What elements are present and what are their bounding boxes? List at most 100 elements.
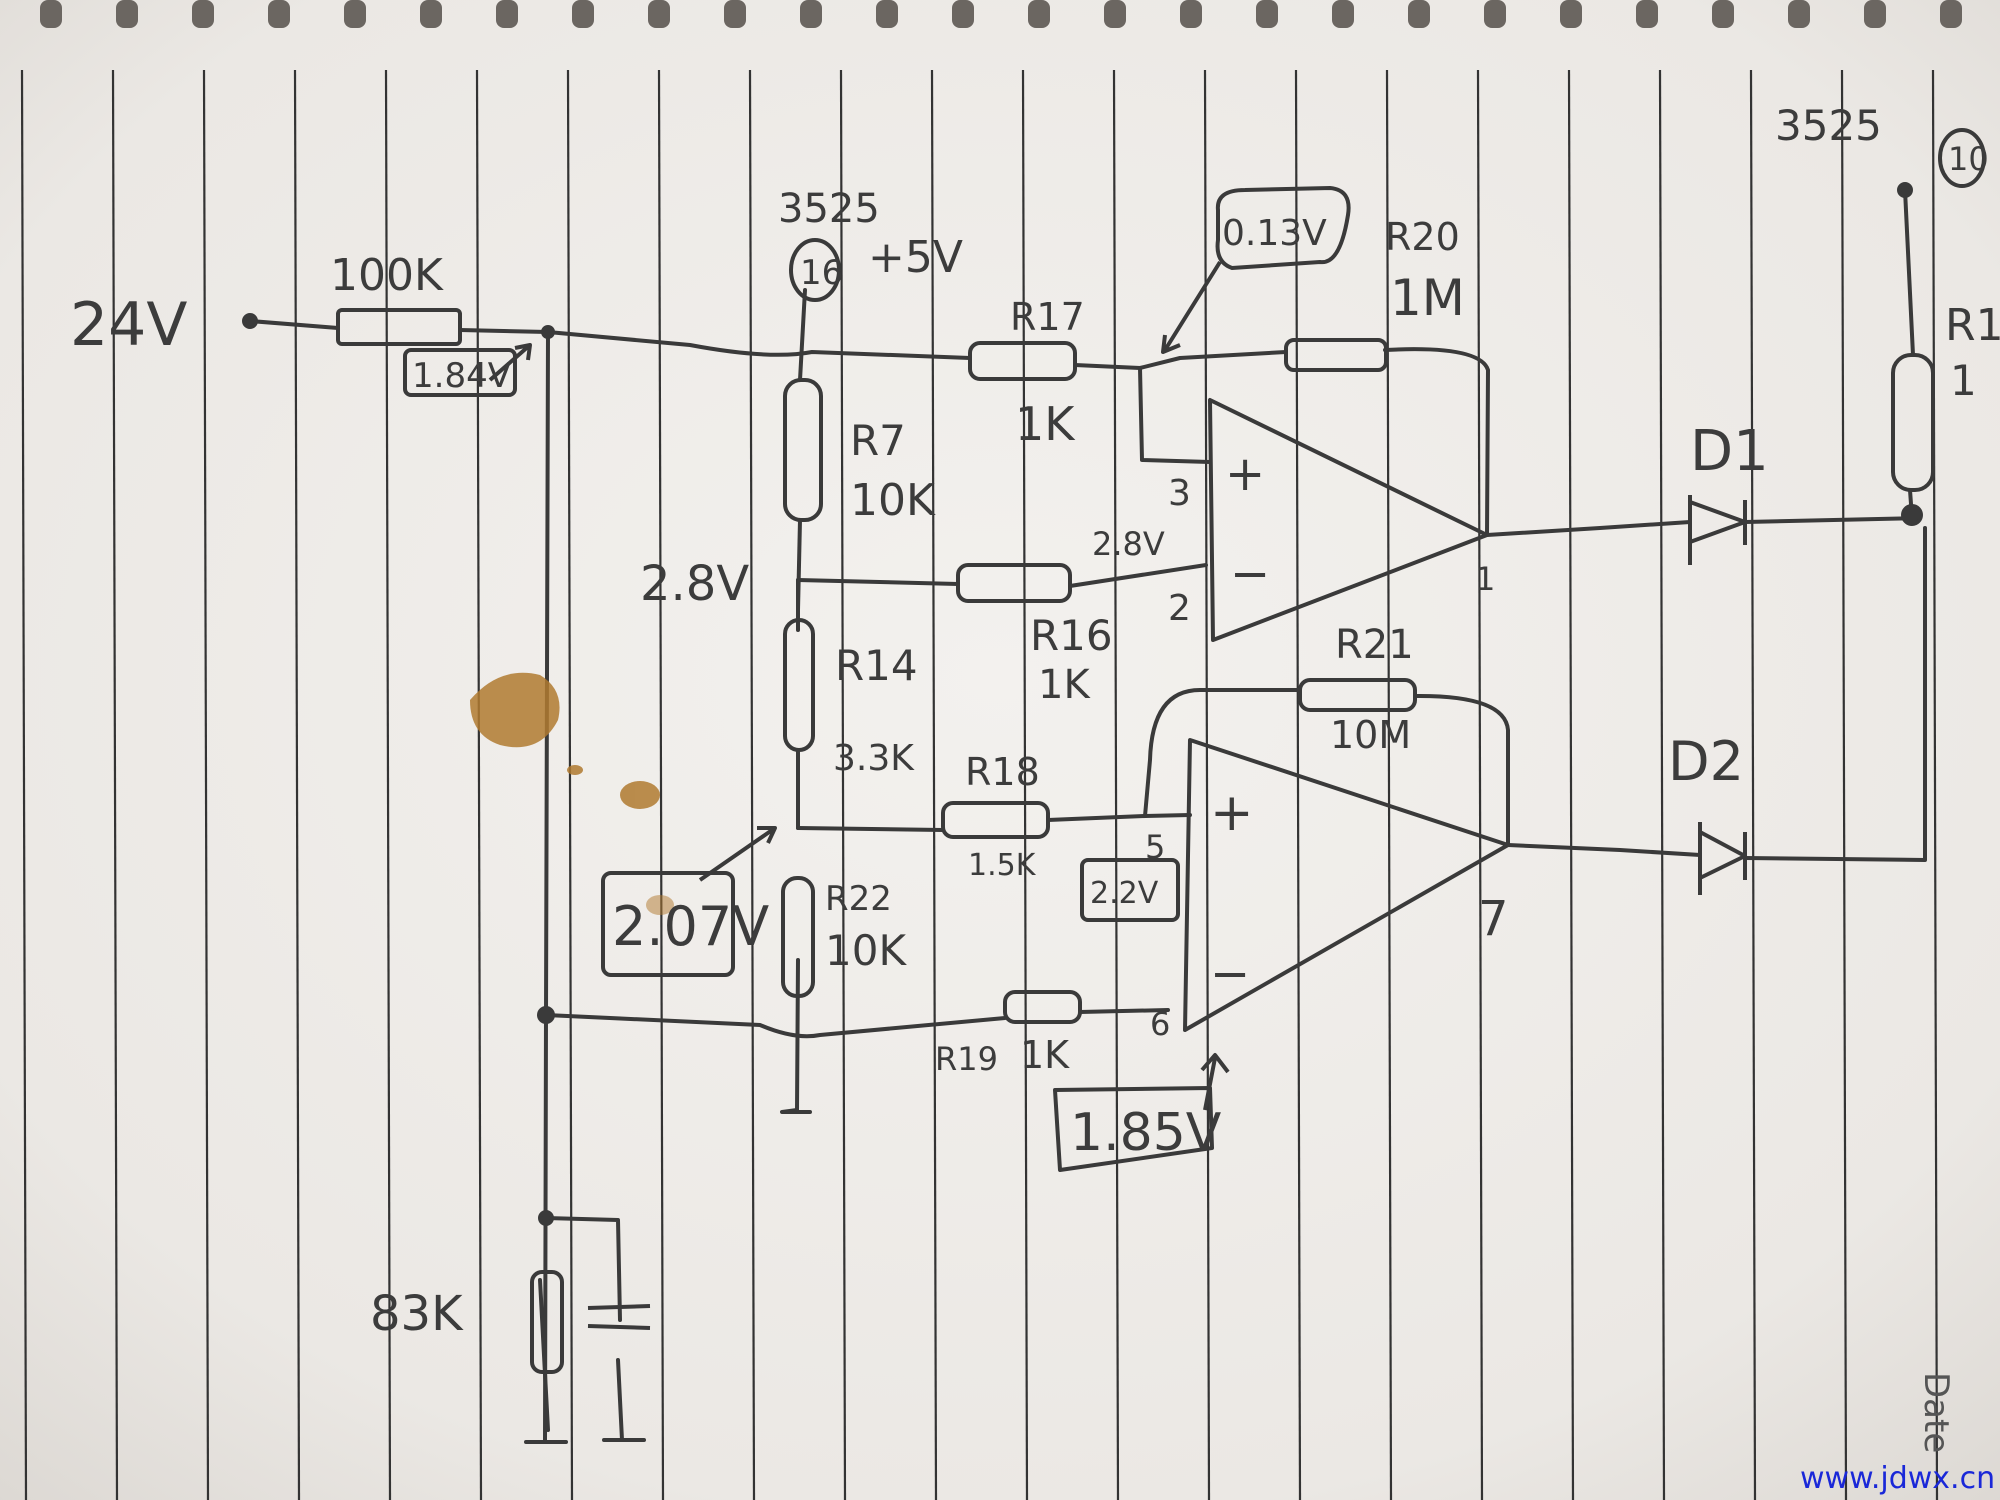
binding-hole (268, 0, 290, 28)
label-2-07v: 2.07V (612, 895, 769, 958)
ruled-line (202, 69, 210, 1500)
resistor-r16-body (956, 563, 1072, 603)
ruled-line (111, 69, 119, 1500)
label-plus5v: +5V (868, 232, 963, 283)
resistor-r7-body (783, 378, 823, 522)
ruled-line (1021, 69, 1029, 1500)
opamp-2 (1183, 738, 1510, 1032)
pin10-circle (1938, 128, 1986, 188)
diode-d2 (1698, 822, 1747, 895)
ruled-line (566, 69, 574, 1500)
label-v-2-8: 2.8V (1092, 525, 1165, 563)
resistor-r19-body (1003, 990, 1082, 1024)
label-r19: R19 (935, 1040, 998, 1078)
binding-hole (1332, 0, 1354, 28)
binding-hole (496, 0, 518, 28)
label-date: Date (1916, 1372, 1956, 1453)
diode-d1 (1688, 495, 1747, 565)
label-r16-value: 1K (1038, 662, 1091, 708)
label-opamp2-plus: + (1210, 783, 1254, 843)
label-pin2: 2 (1168, 588, 1191, 629)
binding-hole (1712, 0, 1734, 28)
binding-hole (1180, 0, 1202, 28)
label-opamp1-minus: − (1230, 546, 1270, 602)
binding-hole (1788, 0, 1810, 28)
ruled-line (1931, 69, 1939, 1500)
ruled-line (1476, 69, 1484, 1500)
label-pin16: 16 (800, 253, 843, 293)
label-chip-top: 3525 (778, 186, 880, 232)
binding-hole (192, 0, 214, 28)
binding-hole (572, 0, 594, 28)
label-pin6: 6 (1150, 1005, 1170, 1043)
binding-hole (1256, 0, 1278, 28)
binding-hole (1940, 0, 1962, 28)
box-2-07v (601, 871, 735, 977)
arrow-2-07v (698, 826, 777, 882)
ruled-line (839, 69, 847, 1500)
resistor-r21-body (1298, 678, 1417, 712)
ruled-line (293, 69, 301, 1500)
label-r20-value: 1M (1390, 269, 1465, 327)
ruled-line (1749, 69, 1757, 1500)
label-r-right-value: 1 (1950, 356, 1977, 405)
box-1-84v (403, 348, 517, 397)
label-2-2v: 2.2V (1090, 876, 1159, 911)
binding-hole (1636, 0, 1658, 28)
label-v-mid: 2.8V (640, 556, 749, 612)
label-0-13v: 0.13V (1222, 213, 1327, 254)
box-0-13v (1215, 186, 1351, 270)
binding-hole (1560, 0, 1582, 28)
label-r22-value: 10K (825, 926, 907, 975)
capacitor-plates (587, 1304, 651, 1330)
label-r17-value: 1K (1015, 397, 1076, 451)
binding-hole (876, 0, 898, 28)
pin16-circle (789, 238, 841, 302)
ruled-line (657, 69, 665, 1500)
label-r7: R7 (850, 416, 906, 465)
resistor-r18-body (941, 801, 1050, 839)
label-pin10: 10 (1948, 140, 1989, 178)
label-r14-value: 3.3K (833, 738, 915, 779)
resistor-r20-body (1284, 338, 1388, 372)
label-pin3: 3 (1168, 473, 1191, 514)
ruled-line (930, 69, 938, 1500)
label-83k: 83K (370, 1286, 464, 1342)
opamp-1 (1208, 398, 1489, 642)
resistor-r14-body (783, 618, 815, 752)
ruled-line (1840, 69, 1848, 1500)
arrow-1-84v (488, 343, 532, 382)
binding-hole (1028, 0, 1050, 28)
binding-hole (800, 0, 822, 28)
ruled-line (20, 69, 28, 1500)
label-pin7: 7 (1478, 891, 1509, 947)
resistor-r17-body (968, 341, 1077, 381)
label-d2: D2 (1668, 730, 1744, 793)
labels: 24V 100K 1.84V 3525 16 +5V R17 1K R7 10K… (70, 101, 2000, 1453)
label-opamp1-plus: + (1225, 446, 1265, 502)
label-r17: R17 (1010, 295, 1085, 339)
binding-hole (420, 0, 442, 28)
label-d1: D1 (1690, 419, 1769, 484)
binding-hole (344, 0, 366, 28)
binding-hole (1864, 0, 1886, 28)
watermark-website: www.jdwx.cn (1800, 1461, 1995, 1496)
label-r20: R20 (1385, 215, 1460, 259)
arrow-0-13v (1161, 260, 1222, 354)
label-1-85v: 1.85V (1070, 1103, 1222, 1163)
label-r16: R16 (1030, 611, 1113, 660)
label-pin5: 5 (1145, 828, 1165, 866)
ruled-line (475, 69, 483, 1500)
components (336, 128, 1986, 1374)
binding-hole (116, 0, 138, 28)
resistor-r22-body (781, 876, 815, 998)
label-r21-value: 10M (1330, 713, 1411, 757)
binding-hole (40, 0, 62, 28)
ruled-line (1567, 69, 1575, 1500)
binding-hole (1484, 0, 1506, 28)
label-24v: 24V (70, 290, 187, 360)
label-100k: 100K (330, 250, 444, 301)
arrow-1-85v (1200, 1053, 1230, 1111)
resistor-83k-body (530, 1270, 564, 1374)
